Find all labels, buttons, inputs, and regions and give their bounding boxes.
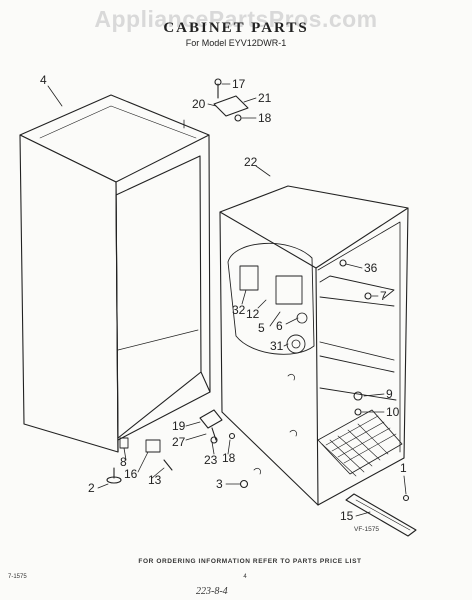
callout-9: 9	[386, 387, 393, 401]
drawing-code: VF-1575	[354, 526, 379, 533]
callout-6: 6	[276, 319, 283, 333]
cabinet-liner-drawing	[219, 185, 409, 506]
handwritten-note: 223-8-4	[196, 586, 228, 597]
bottom-rail-drawing	[345, 493, 417, 537]
callout-18-bottom: 18	[222, 451, 236, 465]
callout-8: 8	[120, 455, 127, 469]
callout-13: 13	[148, 473, 162, 487]
page-number: 4	[243, 574, 247, 580]
callout-21: 21	[258, 91, 272, 105]
callout-22: 22	[244, 155, 258, 169]
callout-17: 17	[232, 77, 246, 91]
callout-7: 7	[380, 289, 387, 303]
callout-19: 19	[172, 419, 186, 433]
bottom-hinge-drawing	[106, 409, 249, 489]
page-code-left: 7-1575	[8, 574, 27, 580]
watermark: AppliancePartsPros.com	[94, 6, 378, 32]
top-hinge-drawing	[183, 78, 249, 129]
callout-27: 27	[172, 435, 186, 449]
callout-16: 16	[124, 467, 138, 481]
callout-32: 32	[232, 303, 246, 317]
callout-23: 23	[204, 453, 218, 467]
callout-20: 20	[192, 97, 206, 111]
callout-4: 4	[40, 73, 47, 87]
callout-3: 3	[216, 477, 223, 491]
leader-lines	[47, 83, 407, 517]
callout-1: 1	[400, 461, 407, 475]
callout-36: 36	[364, 261, 378, 275]
callout-15: 15	[340, 509, 354, 523]
callout-2: 2	[88, 481, 95, 495]
callout-labels: 4 17 20 21 18 22 36 7 32 12 5 6 31 9 10 …	[40, 73, 407, 523]
callout-5: 5	[258, 321, 265, 335]
callout-10: 10	[386, 405, 400, 419]
callout-12: 12	[246, 307, 260, 321]
ordering-note: FOR ORDERING INFORMATION REFER TO PARTS …	[138, 558, 362, 565]
diagram-subtitle: For Model EYV12DWR-1	[185, 38, 287, 48]
callout-18-top: 18	[258, 111, 272, 125]
callout-31: 31	[270, 339, 284, 353]
diagram-title: CABINET PARTS	[163, 20, 309, 36]
cabinet-shell-drawing	[19, 94, 211, 453]
